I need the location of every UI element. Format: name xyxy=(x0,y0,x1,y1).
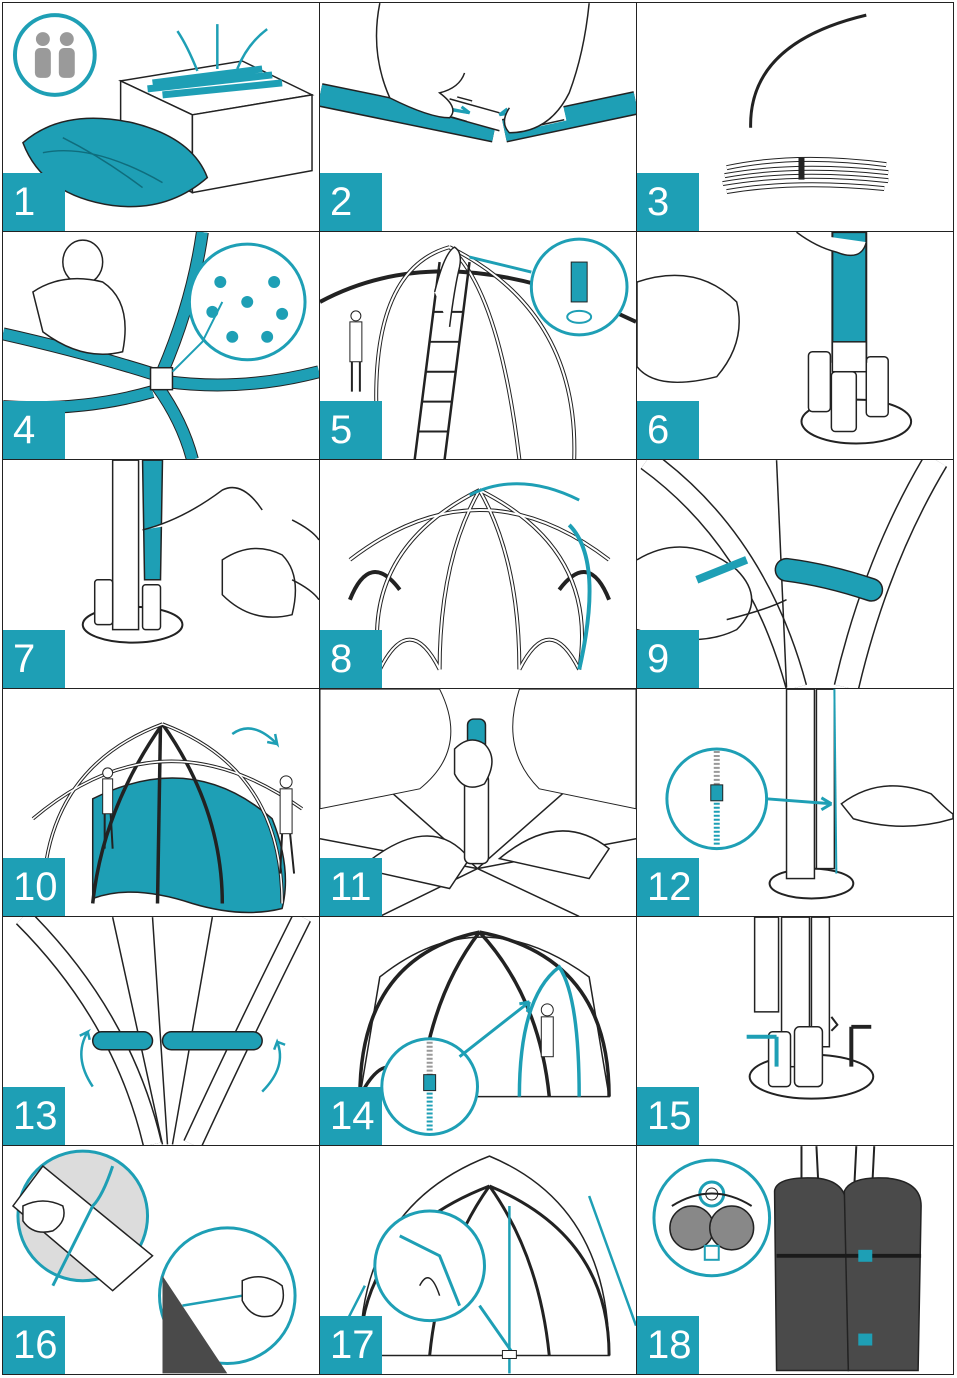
step-number-badge: 3 xyxy=(637,173,699,231)
panel-step-18: 18 xyxy=(637,1146,954,1375)
panel-step-6: 6 xyxy=(637,232,954,461)
step-number-badge: 7 xyxy=(3,630,65,688)
step-number-badge: 11 xyxy=(320,858,382,916)
panel-step-3: 3 xyxy=(637,3,954,232)
panel-step-16: 16 xyxy=(3,1146,320,1375)
panel-step-12: 12 xyxy=(637,689,954,918)
step-number-badge: 6 xyxy=(637,401,699,459)
panel-step-4: 4 xyxy=(3,232,320,461)
step-number-badge: 1 xyxy=(3,173,65,231)
panel-step-1: 1 xyxy=(3,3,320,232)
step-number-badge: 2 xyxy=(320,173,382,231)
step-number-badge: 14 xyxy=(320,1087,382,1145)
panel-step-10: 10 xyxy=(3,689,320,918)
two-people-icon xyxy=(15,15,95,95)
panel-step-8: 8 xyxy=(320,460,637,689)
panel-step-14: 14 xyxy=(320,917,637,1146)
step-number-badge: 13 xyxy=(3,1087,65,1145)
step-number-badge: 4 xyxy=(3,401,65,459)
panel-step-11: 11 xyxy=(320,689,637,918)
panel-step-2: 2 xyxy=(320,3,637,232)
panel-step-15: 15 xyxy=(637,917,954,1146)
step-number-badge: 12 xyxy=(637,858,699,916)
step-number-badge: 18 xyxy=(637,1316,699,1374)
step-number-badge: 16 xyxy=(3,1316,65,1374)
step-number-badge: 9 xyxy=(637,630,699,688)
panel-step-13: 13 xyxy=(3,917,320,1146)
panel-step-5: 5 xyxy=(320,232,637,461)
step-number-badge: 15 xyxy=(637,1087,699,1145)
panel-step-7: 7 xyxy=(3,460,320,689)
step-number-badge: 10 xyxy=(3,858,65,916)
panel-step-9: 9 xyxy=(637,460,954,689)
step-number-badge: 5 xyxy=(320,401,382,459)
step-number-badge: 17 xyxy=(320,1316,382,1374)
step-number-badge: 8 xyxy=(320,630,382,688)
panel-step-17: 17 xyxy=(320,1146,637,1375)
